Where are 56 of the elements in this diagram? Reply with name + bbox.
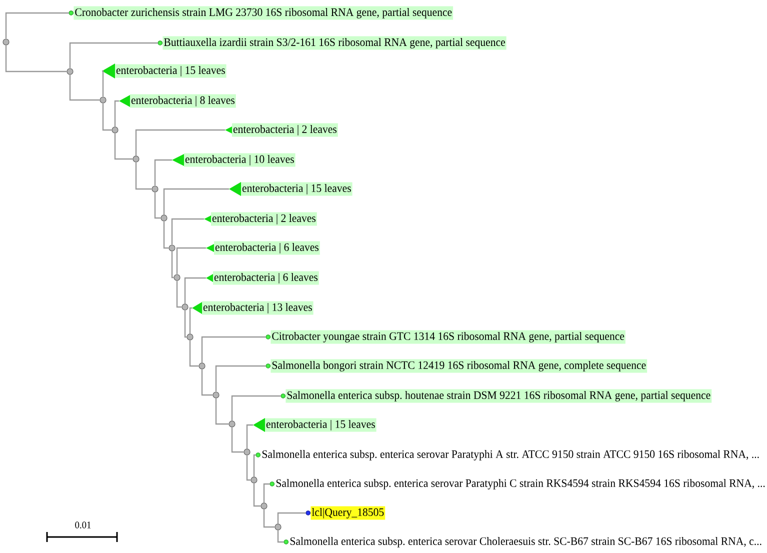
tree-branch: [102, 103, 112, 131]
tree-branch: [263, 483, 270, 503]
clade-label: enterobacteria | 15 leaves: [241, 182, 352, 196]
tree-branch: [246, 455, 251, 481]
tree-branch: [154, 159, 172, 186]
tree-branch: [154, 192, 161, 219]
clade-label: enterobacteria | 6 leaves: [213, 271, 319, 285]
tree-branch: [277, 512, 306, 524]
tree-branch: [231, 395, 281, 421]
tree-branch: [176, 280, 182, 308]
taxon-label: Salmonella enterica subsp. houtenae strain DSM 9221 16S ribosomal RNA gene, partial sequence: [286, 389, 712, 403]
tree-branch: [184, 310, 187, 338]
tree-branch: [171, 218, 204, 245]
taxon-label: Buttiauxella izardii strain S3/2-161 16S ribosomal RNA gene, partial sequence: [162, 36, 506, 50]
tree-branch: [215, 398, 229, 425]
tree-branch: [171, 251, 174, 278]
tree-branch: [163, 188, 229, 215]
tree-branch: [102, 70, 104, 97]
taxon-label: Salmonella enterica subsp. enterica serovar Paratyphi C strain RKS4594 strain RKS4594 16S ribosomal RNA, ...: [276, 478, 765, 490]
tree-branch: [5, 45, 67, 72]
taxon-label: Salmonella bongori strain NCTC 12419 16S ribosomal RNA gene, complete sequence: [270, 359, 648, 373]
tree-branch: [135, 162, 152, 190]
taxon-label: Citrobacter youngae strain GTC 1314 16S ribosomal RNA gene, partial sequence: [270, 330, 626, 344]
tree-branch: [184, 277, 206, 304]
tree-branch: [114, 100, 119, 127]
tree-branch: [253, 483, 261, 507]
clade-label: enterobacteria | 2 leaves: [211, 212, 317, 226]
tree-branch: [5, 12, 69, 39]
tree-branch: [246, 424, 253, 449]
taxon-label: Salmonella enterica subsp. enterica serovar Paratyphi A str. ATCC 9150 strain ATCC 9150 16S ribosomal RNA, ...: [262, 450, 759, 460]
tree-branch: [69, 42, 158, 68]
tree-branch: [189, 307, 192, 334]
tree-branch: [263, 509, 275, 528]
tree-branch: [215, 365, 266, 392]
tree-branch: [231, 427, 244, 453]
scale-label: 0.01: [75, 522, 91, 528]
tree-branch: [163, 221, 169, 249]
tree-branch: [189, 340, 199, 367]
clade-label: enterobacteria | 2 leaves: [232, 123, 338, 137]
tree-branch: [201, 369, 213, 396]
clade-label: enterobacteria | 15 leaves: [115, 64, 226, 78]
taxon-label: Salmonella enterica subsp. enterica serovar Choleraesuis str. SC-B67 strain SC-B67 16S ribosomal RNA, c...: [290, 536, 762, 548]
clade-label: enterobacteria | 6 leaves: [214, 241, 320, 255]
tree-branch: [277, 530, 284, 543]
tree-branch: [253, 454, 256, 477]
query-label: lcl|Query_18505: [310, 506, 386, 520]
tree-branch: [176, 247, 206, 274]
taxon-label: Cronobacter zurichensis strain LMG 23730 16S ribosomal RNA gene, partial sequence: [74, 6, 454, 20]
tree-branch: [69, 74, 100, 101]
clade-label: enterobacteria | 10 leaves: [184, 153, 296, 167]
tree-branch: [135, 129, 225, 156]
tree-branch: [114, 133, 133, 160]
tree-branch: [201, 336, 266, 363]
clade-label: enterobacteria | 13 leaves: [202, 301, 314, 315]
clade-label: enterobacteria | 15 leaves: [265, 418, 376, 432]
clade-label: enterobacteria | 8 leaves: [130, 94, 236, 108]
